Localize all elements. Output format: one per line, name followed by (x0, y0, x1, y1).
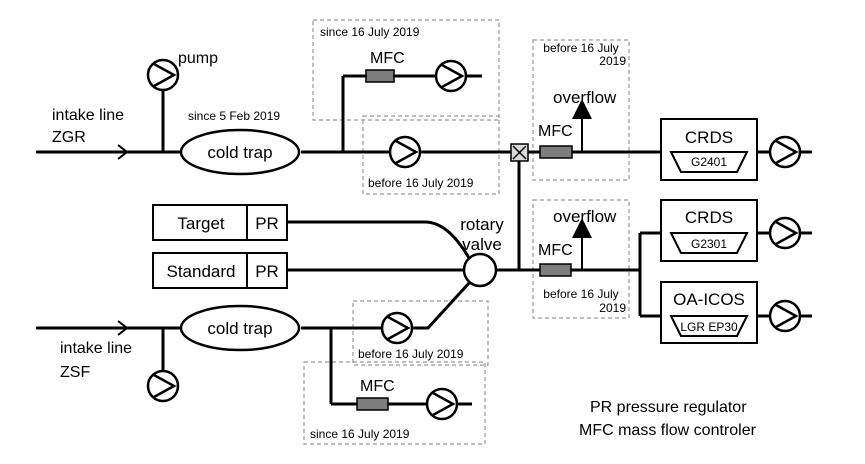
cold-trap-top (179, 128, 301, 176)
mfc-right-top (539, 145, 573, 159)
mfc-bottom-branch (356, 397, 389, 411)
pump-icon (146, 58, 180, 92)
cold-trap-bottom (179, 304, 301, 352)
crds-top-label: CRDS (685, 128, 733, 147)
before-july-top-label: before 16 July 2019 (368, 176, 474, 190)
before-july-right-mid-label-1: before 16 July (543, 287, 618, 301)
oaicos-box (660, 281, 758, 344)
before-july-right-top-label-1: before 16 July (543, 41, 618, 55)
standard-box (152, 252, 288, 289)
mfc-right-mid (539, 263, 572, 277)
pump-icon (768, 299, 802, 333)
mfc-bottom-branch-label: MFC (360, 378, 395, 395)
intake-zgr-label-1: intake line (52, 107, 124, 124)
before-july-top-box (362, 115, 500, 195)
three-way-valve-icon (510, 143, 529, 162)
standard-label: Standard (167, 262, 236, 281)
overflow-mid-label: overflow (553, 207, 617, 226)
rotary-label-1: rotary (460, 215, 504, 234)
pr-target-label: PR (255, 214, 279, 233)
cold-trap-bottom-label: cold trap (207, 319, 272, 338)
crds-top-model: G2401 (691, 155, 727, 169)
crds-mid-model: G2301 (691, 237, 727, 251)
cold-trap-top-label: cold trap (207, 143, 272, 162)
crds-mid-label: CRDS (685, 208, 733, 227)
before-july-right-mid-label-2: 2019 (599, 301, 626, 315)
before-july-bottom-box (352, 300, 489, 366)
since-feb-label: since 5 Feb 2019 (188, 109, 280, 123)
legend-mfc: MFC mass flow controler (579, 422, 757, 439)
intake-zsf-line (36, 280, 472, 406)
rotary-label-2: valve (462, 235, 502, 254)
before-july-right-mid-box (532, 199, 630, 319)
pump-icon (768, 135, 802, 169)
crds-top-box (660, 118, 758, 181)
target-label: Target (177, 214, 225, 233)
pump-icon (388, 135, 422, 169)
intake-zgr-label-2: ZGR (52, 129, 86, 146)
mfc-right-mid-label: MFC (538, 242, 573, 259)
pump-label: pump (178, 50, 218, 67)
pump-icon (380, 311, 414, 345)
since-july-top-label: since 16 July 2019 (320, 25, 420, 39)
pump-icon (425, 387, 459, 421)
intake-zgr-line (36, 74, 511, 160)
pump-icon (146, 369, 180, 403)
pump-icon (768, 216, 802, 250)
mfc-top-branch (365, 69, 395, 83)
intake-zsf-label-1: intake line (60, 340, 132, 357)
pr-standard-label: PR (255, 262, 279, 281)
since-july-bottom-label: since 16 July 2019 (310, 427, 410, 441)
since-july-bottom-box (303, 361, 486, 445)
target-box (152, 204, 288, 241)
since-july-top-box (312, 19, 500, 121)
before-july-right-top-label-2: 2019 (599, 54, 626, 68)
crds-mid-box (660, 199, 758, 262)
intake-zsf-label-2: ZSF (60, 364, 90, 381)
legend-pr: PR pressure regulator (590, 399, 747, 416)
overflow-top-label: overflow (553, 88, 617, 107)
oaicos-label: OA-ICOS (673, 290, 745, 309)
oaicos-model: LGR EP30 (680, 320, 738, 334)
before-july-bottom-label: before 16 July 2019 (358, 347, 464, 361)
pump-icon (434, 59, 468, 93)
before-july-right-top-box (532, 39, 630, 181)
mfc-right-top-label: MFC (538, 123, 573, 140)
mfc-top-branch-label: MFC (370, 50, 405, 67)
